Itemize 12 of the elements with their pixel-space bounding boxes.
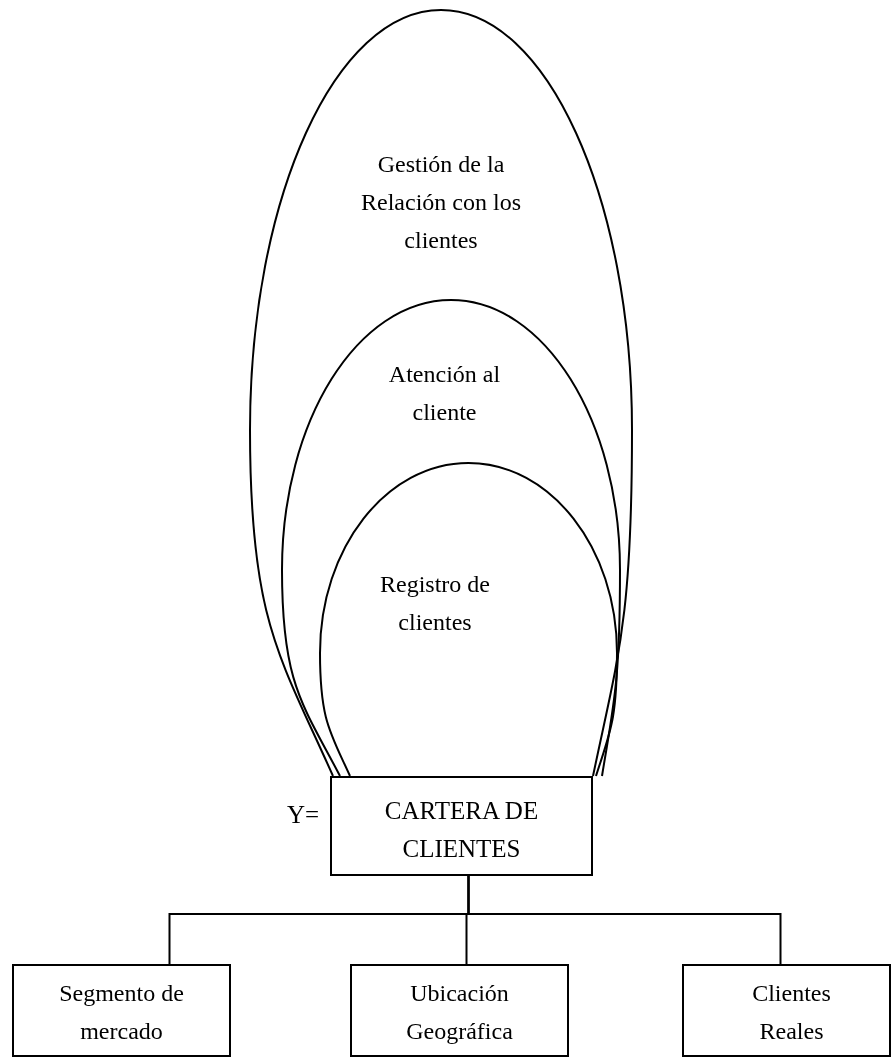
process-box <box>12 964 231 1057</box>
process-box <box>350 964 569 1057</box>
node-text: Clientes Reales <box>751 979 832 1046</box>
node-text: Ubicación Geográfica <box>405 979 514 1046</box>
node-text: CARTERA DE CLIENTES <box>383 796 540 864</box>
node-text: Atención al cliente <box>387 360 502 427</box>
process-box <box>682 964 891 1057</box>
beside-label: Y= <box>287 800 320 830</box>
node-text: Registro de clientes <box>379 570 491 637</box>
node-text: Segmento de mercado <box>58 979 185 1046</box>
connector-line <box>467 875 782 965</box>
node-text: Gestión de la Relación con los clientes <box>360 150 522 255</box>
